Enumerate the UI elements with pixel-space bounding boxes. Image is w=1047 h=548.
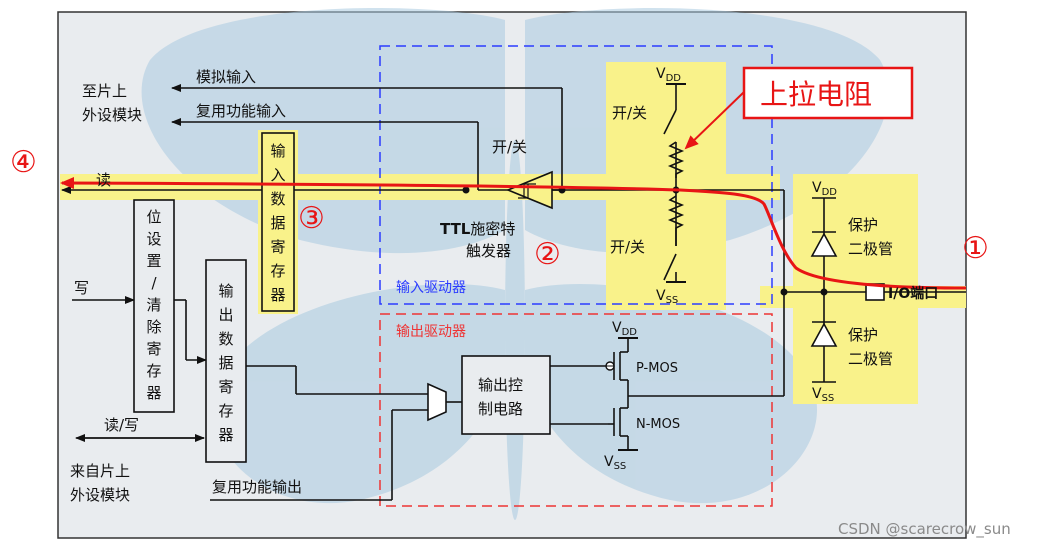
output-register-char-6: 器 [218, 426, 233, 444]
read-label: 读 [96, 171, 111, 189]
input-register-char-5: 存 [270, 262, 285, 280]
protect-label-2: 二极管 [848, 240, 893, 258]
nmos-label: N-MOS [636, 417, 680, 432]
set-clear-char-0: 位 [146, 208, 161, 226]
output-register-char-5: 存 [218, 402, 233, 420]
ttl-schmitt-label: TTL施密特 [440, 220, 515, 238]
set-clear-char-3: / [151, 274, 157, 292]
pull-up-resistor-symbol [667, 141, 685, 178]
vdd-diode-label: VDD [812, 180, 837, 198]
callout-number-4: ④ [10, 145, 37, 180]
input-register-char-1: 入 [270, 166, 285, 184]
output-mux [427, 382, 447, 422]
watermark-text: CSDN @scarecrow_sun [838, 520, 1011, 539]
analog-input-label: 模拟输入 [196, 68, 256, 86]
set-clear-char-2: 置 [146, 252, 161, 270]
set-clear-char-4: 清 [146, 296, 161, 314]
protection-diode-top [810, 231, 838, 257]
io-port-label: I/O端口 [888, 285, 938, 302]
input-register-char-0: 输 [270, 142, 285, 160]
input-register-char-6: 器 [270, 286, 285, 304]
pull-up-callout-label: 上拉电阻 [760, 78, 872, 111]
pull-down-resistor-symbol [667, 195, 685, 246]
output-register-char-2: 数 [218, 330, 233, 348]
alt-func-input-label: 复用功能输入 [196, 102, 286, 120]
alt-func-output-label: 复用功能输出 [212, 478, 302, 496]
output-driver-box [379, 313, 773, 507]
vdd-out-label: VDD [612, 320, 637, 338]
output-data-register [205, 259, 247, 463]
output-register-char-4: 寄 [218, 378, 233, 396]
output-control-label-2: 制电路 [478, 400, 523, 418]
callout-number-2: ② [534, 237, 561, 272]
junction-dots [462, 186, 828, 296]
callout-number-1: ① [962, 231, 989, 266]
set-clear-char-1: 设 [146, 230, 161, 248]
set-clear-char-6: 寄 [146, 340, 161, 358]
switch-label-top: 开/关 [612, 104, 647, 122]
input-data-register [261, 132, 295, 312]
ttl-line-2: 触发器 [466, 242, 511, 260]
schmitt-trigger-symbol [478, 170, 553, 210]
write-label: 写 [74, 279, 89, 297]
read-write-label: 读/写 [104, 416, 139, 434]
vss-diode-label: VSS [812, 386, 834, 404]
protect-label-1: 保护 [848, 216, 878, 234]
output-control-label-1: 输出控 [478, 376, 523, 394]
input-register-char-2: 数 [270, 190, 285, 208]
output-register-char-0: 输 [218, 282, 233, 300]
red-read-path [60, 177, 967, 290]
pull-up-callout-arrow [684, 91, 745, 150]
protect-label-4: 二极管 [848, 350, 893, 368]
callout-number-3: ③ [298, 201, 325, 236]
output-register-char-3: 据 [218, 354, 233, 372]
from-periph-label-1: 来自片上 [70, 462, 130, 480]
protect-label-3: 保护 [848, 326, 878, 344]
to-periph-label-1: 至片上 [82, 82, 127, 100]
set-clear-char-8: 器 [146, 384, 161, 402]
vdd-main-label: VDD [656, 66, 681, 84]
vss-main-label: VSS [656, 288, 678, 306]
switch-label-bottom: 开/关 [610, 238, 645, 256]
input-driver-label: 输入驱动器 [396, 280, 466, 296]
switch-label-mid: 开/关 [492, 138, 527, 156]
protection-diode-bottom [810, 321, 838, 347]
output-register-char-1: 出 [218, 306, 233, 324]
input-register-char-4: 寄 [270, 238, 285, 256]
to-periph-label-2: 外设模块 [82, 106, 142, 124]
set-clear-char-5: 除 [146, 318, 161, 336]
vss-out-label: VSS [604, 454, 626, 472]
pull-up-callout-box [742, 66, 914, 120]
from-periph-label-2: 外设模块 [70, 486, 130, 504]
input-register-char-3: 据 [270, 214, 285, 232]
set-clear-register [133, 199, 175, 413]
input-driver-box [379, 45, 773, 305]
output-control-box [461, 355, 551, 435]
pmos-label: P-MOS [636, 361, 678, 376]
set-clear-char-7: 存 [146, 362, 161, 380]
output-driver-label: 输出驱动器 [396, 324, 466, 340]
